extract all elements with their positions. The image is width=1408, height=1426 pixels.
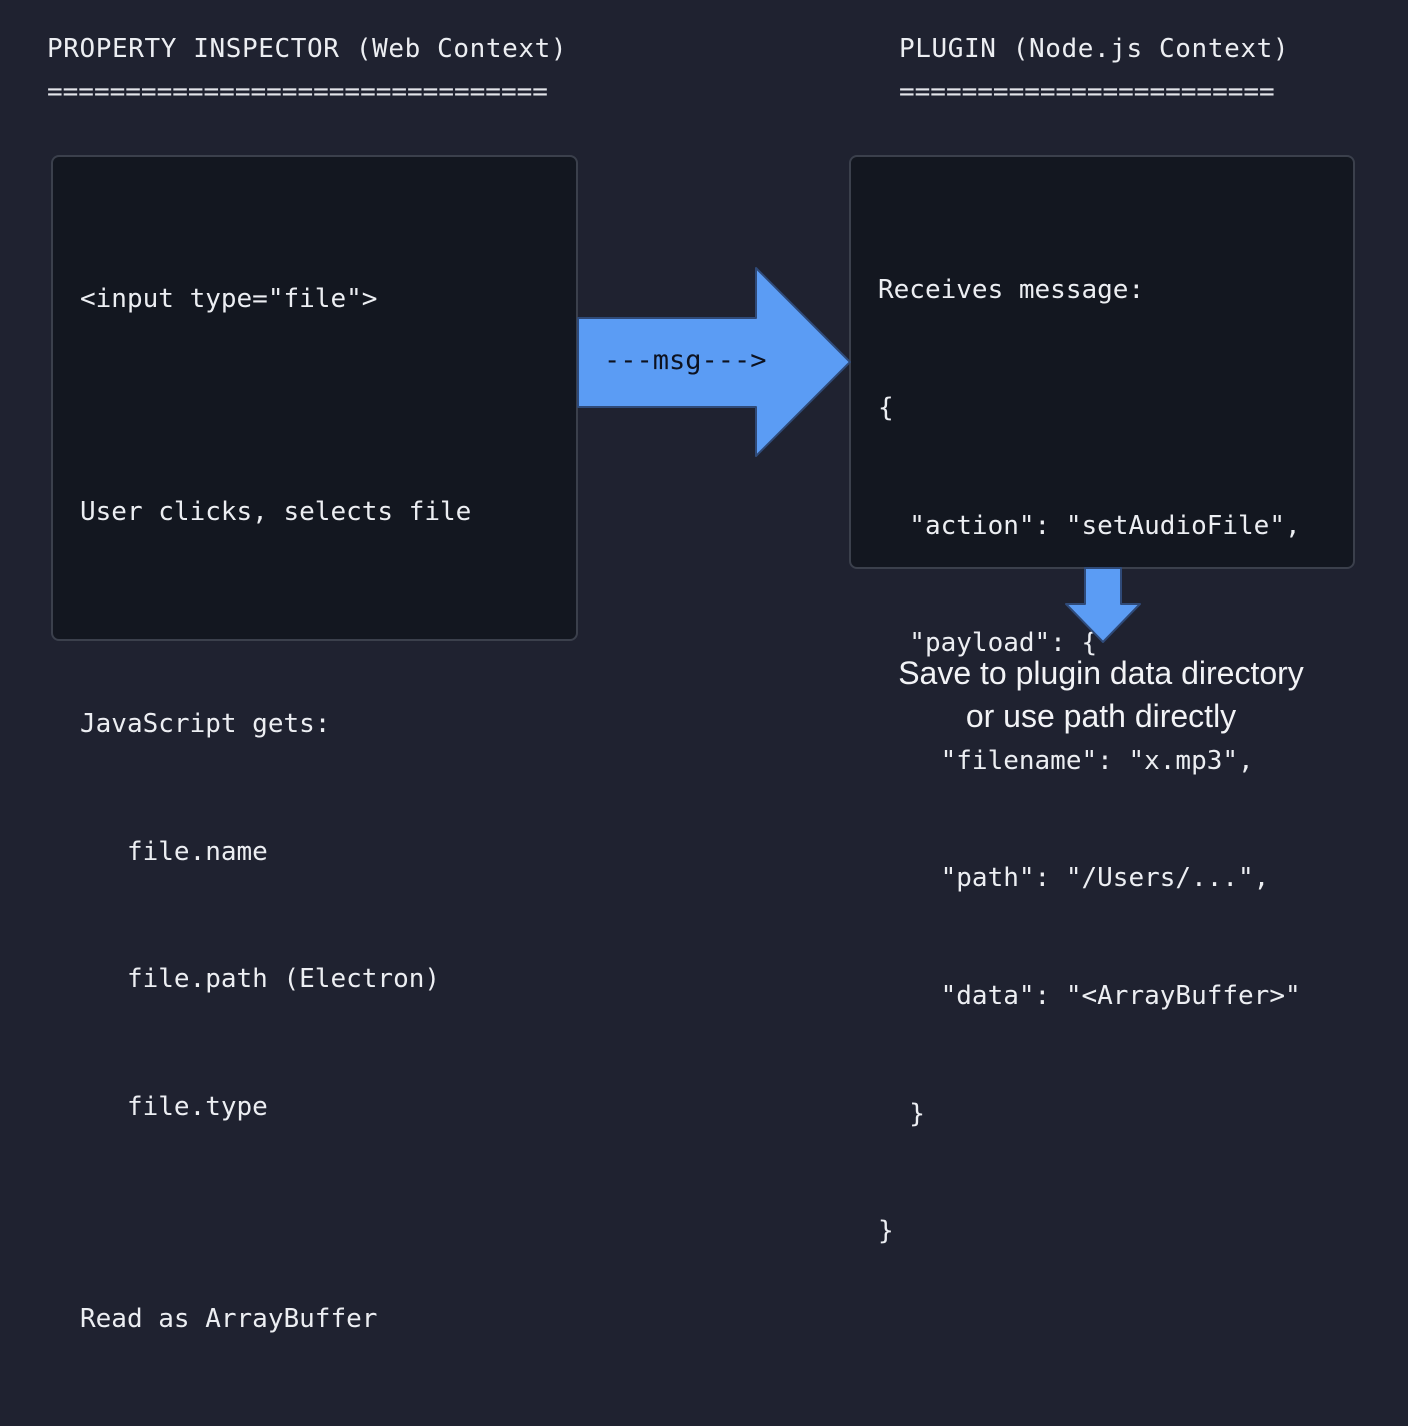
property-inspector-underline: ================================ xyxy=(47,82,548,102)
property-inspector-panel: <input type="file"> User clicks, selects… xyxy=(51,155,578,1334)
save-arrow xyxy=(1065,567,1141,643)
code-line: file.type xyxy=(80,1091,268,1122)
plugin-heading: PLUGIN (Node.js Context) xyxy=(899,34,1290,64)
plugin-panel: Receives message: { "action": "setAudioF… xyxy=(849,155,1355,1246)
code-line: JavaScript gets: xyxy=(80,709,331,739)
plugin-underline: ======================== xyxy=(899,82,1275,102)
code-line: file.path (Electron) xyxy=(80,964,441,994)
message-arrow xyxy=(577,267,851,457)
code-line: "action": "setAudioFile", xyxy=(878,510,1301,541)
plugin-code: Receives message: { "action": "setAudioF… xyxy=(878,193,1301,1330)
message-arrow-label: ---msg---> xyxy=(604,345,767,376)
save-caption-line: Save to plugin data directory xyxy=(898,655,1304,691)
code-line: Read as ArrayBuffer xyxy=(80,1304,378,1334)
save-caption-line: or use path directly xyxy=(965,698,1237,734)
code-line: "path": "/Users/...", xyxy=(878,863,1270,894)
code-line: file.name xyxy=(80,836,268,867)
code-line: } xyxy=(878,1098,925,1129)
code-line: { xyxy=(878,393,894,424)
save-arrow-shape xyxy=(1065,567,1141,643)
code-line: Receives message: xyxy=(878,275,1145,306)
property-inspector-heading: PROPERTY INSPECTOR (Web Context) xyxy=(47,34,568,64)
save-caption: Save to plugin data directory or use pat… xyxy=(852,652,1350,738)
code-line: "filename": "x.mp3", xyxy=(878,745,1254,776)
code-line: <input type="file"> xyxy=(80,284,378,314)
code-line: } xyxy=(878,1216,894,1247)
property-inspector-code: <input type="file"> User clicks, selects… xyxy=(80,193,471,1426)
code-line: "payload": { xyxy=(878,628,1098,659)
code-line: "data": "<ArrayBuffer>" xyxy=(878,981,1301,1012)
code-line: User clicks, selects file xyxy=(80,496,472,527)
message-arrow-shape xyxy=(577,267,851,457)
